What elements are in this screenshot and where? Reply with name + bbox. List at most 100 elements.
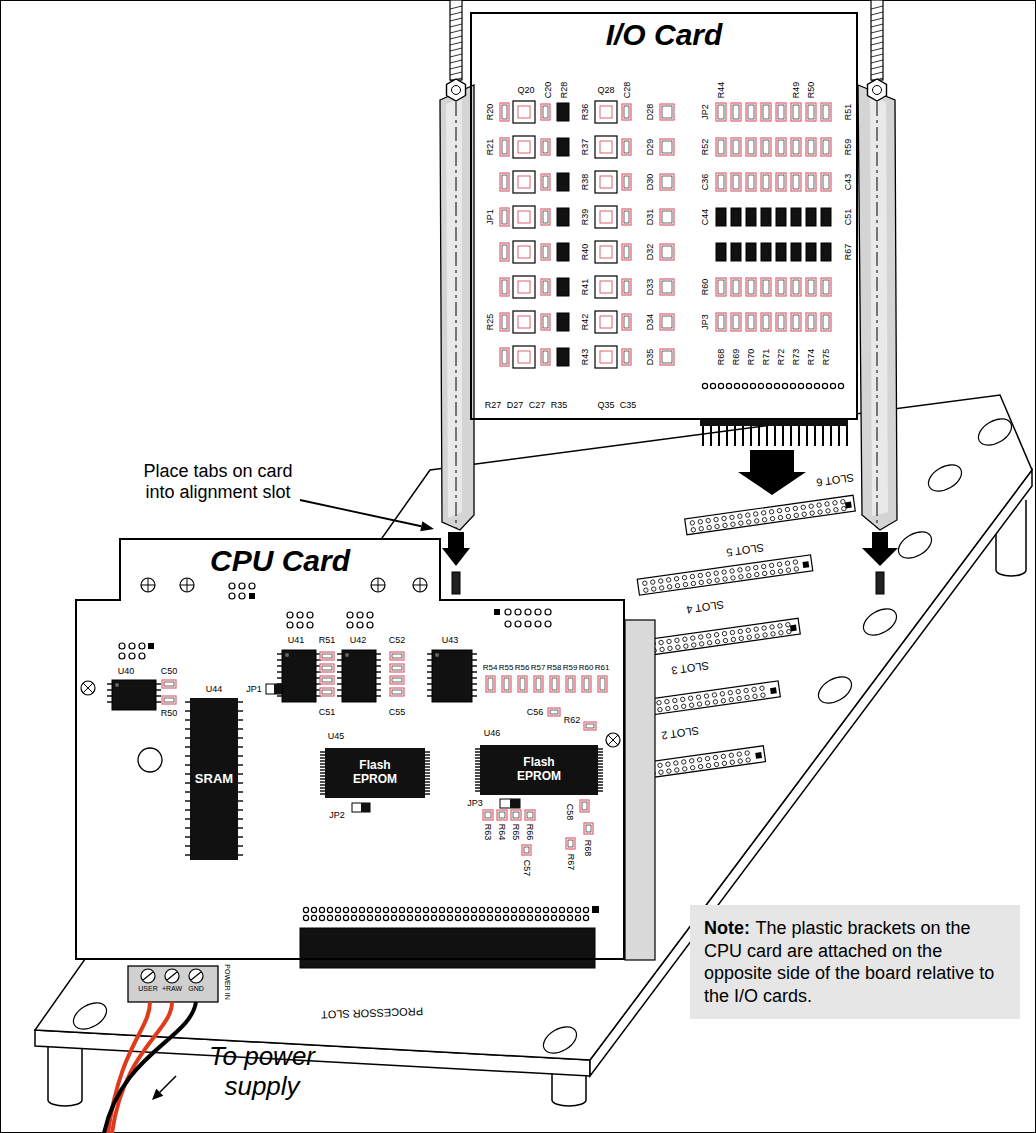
component-label: C27 <box>529 400 546 410</box>
slot-pin <box>770 570 775 575</box>
smd-part <box>525 810 535 820</box>
alignment-axis <box>877 102 878 528</box>
chip-pin <box>337 689 342 690</box>
smd-part <box>566 676 575 692</box>
pin-hole <box>239 593 245 599</box>
smd-part-body <box>520 678 525 690</box>
chip-pin <box>238 701 243 702</box>
slot-pin <box>714 762 719 767</box>
component-label: R40 <box>580 244 590 261</box>
processor-connector <box>300 928 595 968</box>
chip-pin <box>376 677 381 678</box>
chip-pin <box>425 793 430 794</box>
pin-hole <box>822 383 827 388</box>
pin-hole <box>774 383 779 388</box>
slot-pin <box>794 513 799 518</box>
screw-thread-line <box>450 72 462 75</box>
slot-pin <box>745 513 750 518</box>
chip-pin <box>425 757 430 758</box>
slot-pin <box>730 630 735 635</box>
transistor <box>513 346 535 368</box>
pin-hole <box>431 915 436 920</box>
slot-pin <box>690 765 695 770</box>
jumper <box>500 799 520 808</box>
chip-pin <box>598 772 603 773</box>
smd-part <box>522 845 531 855</box>
insert-arrow <box>862 532 898 566</box>
smd-part-body <box>499 812 505 818</box>
pin-hole <box>239 583 245 589</box>
smd-part <box>791 103 801 121</box>
slot-pin <box>777 508 782 513</box>
slot-pin <box>656 700 661 705</box>
screw-thread-line <box>871 12 883 15</box>
smd-part-body <box>527 812 533 818</box>
flash-chip: Flash EPROM <box>325 748 425 798</box>
callout-leader <box>300 500 421 526</box>
component-label: R27 <box>485 400 502 410</box>
slot-pin <box>723 577 728 582</box>
smd-part-body <box>793 105 799 119</box>
plastic-bracket <box>440 85 474 530</box>
slot-pin <box>698 634 703 639</box>
smd-part-body <box>624 176 629 188</box>
slot-label: SLOT 3 <box>670 659 709 677</box>
pin-hole <box>407 907 412 912</box>
pin-hole <box>575 915 580 920</box>
component-label: R59 <box>843 139 853 156</box>
mounting-hole <box>859 603 901 640</box>
pin-hole <box>782 383 787 388</box>
transistor-pad <box>600 246 612 258</box>
component-label: R28 <box>559 82 569 99</box>
slot-pin <box>642 581 647 586</box>
pin-hole <box>567 915 572 920</box>
transistor-pad <box>600 106 612 118</box>
power-arrow-head <box>152 1089 163 1100</box>
terminal-screw <box>141 969 155 983</box>
slot-pin <box>707 525 712 530</box>
smd-part <box>776 138 786 156</box>
slot-pin <box>826 508 831 513</box>
terminal-block <box>128 966 218 1002</box>
transistor <box>595 171 617 193</box>
chip-pin <box>425 760 430 761</box>
chip-pin <box>425 790 430 791</box>
slot-pin <box>682 766 687 771</box>
slot-pin <box>729 697 734 702</box>
slot-pin <box>657 707 662 712</box>
smd-part-body <box>808 140 814 154</box>
pin1-square <box>592 906 599 913</box>
smd-part <box>746 173 756 191</box>
slot-pin <box>665 762 670 767</box>
smd-part-body <box>733 280 739 294</box>
component-label: R35 <box>551 400 568 410</box>
slot-pin1 <box>770 687 777 694</box>
hex-nut-hole <box>873 86 882 95</box>
slot-pin <box>809 504 814 509</box>
component-label: R64 <box>497 824 507 841</box>
component-label: R38 <box>580 174 590 191</box>
screw-hole <box>81 681 95 695</box>
chip-pin <box>598 748 603 749</box>
pin-hole <box>119 643 125 649</box>
pin-hole <box>742 383 747 388</box>
pin-hole <box>503 915 508 920</box>
smd-part-body <box>718 315 724 329</box>
smd-part-body <box>543 176 548 188</box>
chip-part <box>746 208 756 226</box>
slot-pin <box>746 757 751 762</box>
pin-hole <box>559 915 564 920</box>
pin-hole <box>559 907 564 912</box>
slot-pin <box>714 571 719 576</box>
smd-part <box>806 138 816 156</box>
pin-hole <box>311 915 316 920</box>
pin-hole <box>495 907 500 912</box>
smd-part <box>761 313 771 331</box>
smd-part-body <box>322 678 332 682</box>
slot-pin <box>786 514 791 519</box>
smd-part <box>776 103 786 121</box>
slot-pin <box>658 579 663 584</box>
slot-pin <box>761 510 766 515</box>
component-label: D28 <box>645 104 655 121</box>
